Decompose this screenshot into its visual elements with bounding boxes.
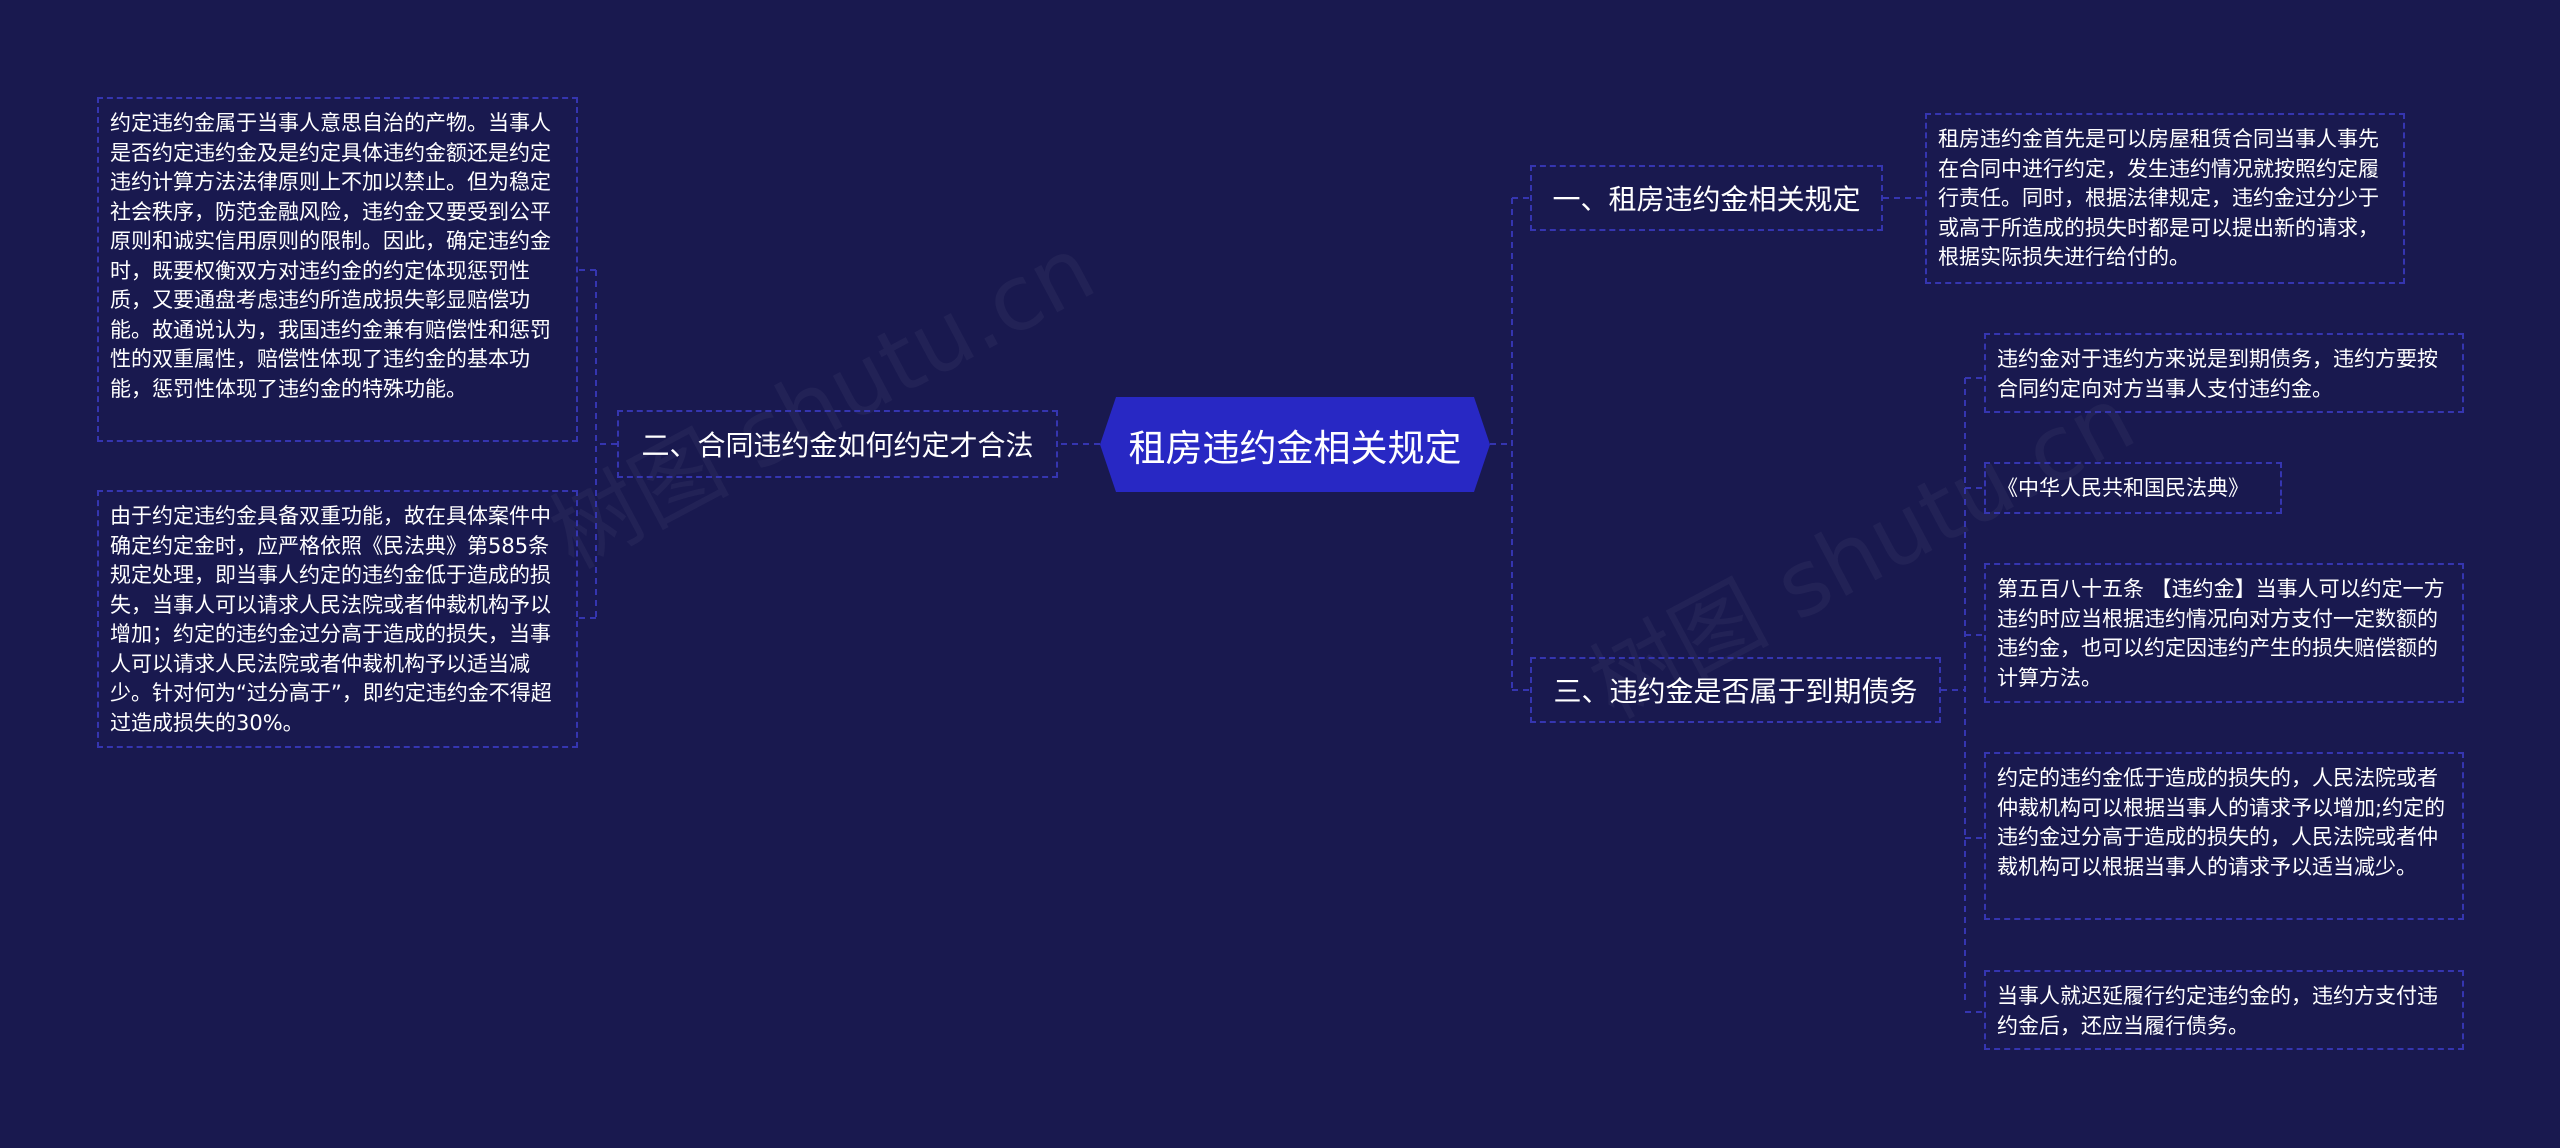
- leaf-text: 约定的违约金低于造成的损失的，人民法院或者仲裁机构可以根据当事人的请求予以增加;…: [1997, 766, 2446, 879]
- root-topic[interactable]: 租房违约金相关规定: [1100, 397, 1490, 492]
- branch-1-leaf-1[interactable]: 租房违约金首先是可以房屋租赁合同当事人事先在合同中进行约定，发生违约情况就按照约…: [1925, 113, 2405, 284]
- leaf-text: 当事人就迟延履行约定违约金的，违约方支付违约金后，还应当履行债务。: [1997, 984, 2438, 1038]
- branch-3-label: 三、违约金是否属于到期债务: [1553, 675, 1918, 708]
- branch-3-leaf-3[interactable]: 第五百八十五条 【违约金】当事人可以约定一方违约时应当根据违约情况向对方支付一定…: [1984, 563, 2464, 703]
- branch-3-leaf-1[interactable]: 违约金对于违约方来说是到期债务，违约方要按合同约定向对方当事人支付违约金。: [1984, 333, 2464, 413]
- branch-3-leaf-2[interactable]: 《中华人民共和国民法典》: [1984, 462, 2282, 514]
- leaf-text: 由于约定违约金具备双重功能，故在具体案件中确定约定金时，应严格依照《民法典》第5…: [110, 504, 552, 735]
- branch-2-leaf-2[interactable]: 由于约定违约金具备双重功能，故在具体案件中确定约定金时，应严格依照《民法典》第5…: [97, 490, 578, 748]
- branch-2-label: 二、合同违约金如何约定才合法: [641, 429, 1034, 462]
- branch-1-label: 一、租房违约金相关规定: [1552, 183, 1861, 216]
- leaf-text: 约定违约金属于当事人意思自治的产物。当事人是否约定违约金及是约定具体违约金额还是…: [110, 111, 551, 401]
- root-topic-label: 租房违约金相关规定: [1128, 426, 1462, 470]
- branch-3[interactable]: 三、违约金是否属于到期债务: [1530, 657, 1941, 723]
- branch-3-leaf-5[interactable]: 当事人就迟延履行约定违约金的，违约方支付违约金后，还应当履行债务。: [1984, 970, 2464, 1050]
- leaf-text: 《中华人民共和国民法典》: [1997, 476, 2249, 500]
- branch-1[interactable]: 一、租房违约金相关规定: [1530, 165, 1883, 231]
- branch-2-leaf-1[interactable]: 约定违约金属于当事人意思自治的产物。当事人是否约定违约金及是约定具体违约金额还是…: [97, 97, 578, 442]
- leaf-text: 违约金对于违约方来说是到期债务，违约方要按合同约定向对方当事人支付违约金。: [1997, 347, 2438, 401]
- leaf-text: 第五百八十五条 【违约金】当事人可以约定一方违约时应当根据违约情况向对方支付一定…: [1997, 577, 2445, 690]
- branch-2[interactable]: 二、合同违约金如何约定才合法: [617, 410, 1058, 478]
- leaf-text: 租房违约金首先是可以房屋租赁合同当事人事先在合同中进行约定，发生违约情况就按照约…: [1938, 127, 2379, 269]
- branch-3-leaf-4[interactable]: 约定的违约金低于造成的损失的，人民法院或者仲裁机构可以根据当事人的请求予以增加;…: [1984, 752, 2464, 920]
